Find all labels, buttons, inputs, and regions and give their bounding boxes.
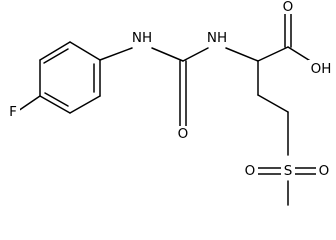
sulfonyl-oxygen-right-label: O [319, 163, 330, 179]
urea-oxygen-label: O [178, 126, 189, 142]
urea-nh-bond [182, 47, 209, 62]
alpha-carboxyl-bond [257, 46, 289, 62]
ring-double-bond-3 [44, 92, 69, 107]
nh-urea-bond [151, 47, 184, 62]
nh-alpha-label: NH [207, 30, 227, 46]
fluorine-label: F [9, 104, 17, 120]
atom-labels: F NH NH O O OH S O O [6, 0, 335, 180]
ring-bond-5 [69, 95, 101, 114]
bonds [17, 11, 319, 206]
molecule-drawing: F NH NH O O OH S O O [6, 0, 335, 206]
hydroxyl-label: OH [311, 61, 332, 77]
nh-alpha-bond [225, 47, 259, 62]
ring-bond-1 [69, 41, 101, 61]
ring-double-bond-1 [43, 48, 69, 64]
ring-bond-2 [39, 41, 71, 61]
ring-nh-bond [99, 47, 133, 61]
carboxyl-oxygen-label: O [283, 0, 294, 15]
nh-aryl-label: NH [132, 30, 152, 46]
carboxyl-oh-bond [287, 46, 313, 63]
sulfonyl-oxygen-left-label: O [245, 163, 256, 179]
c-f-bond [17, 95, 41, 112]
sulfur-label: S [284, 163, 293, 179]
structure-diagram: F NH NH O O OH S O O [6, 0, 335, 206]
ch2-ch2-bond [257, 94, 289, 113]
ring-bond-4 [39, 95, 71, 114]
